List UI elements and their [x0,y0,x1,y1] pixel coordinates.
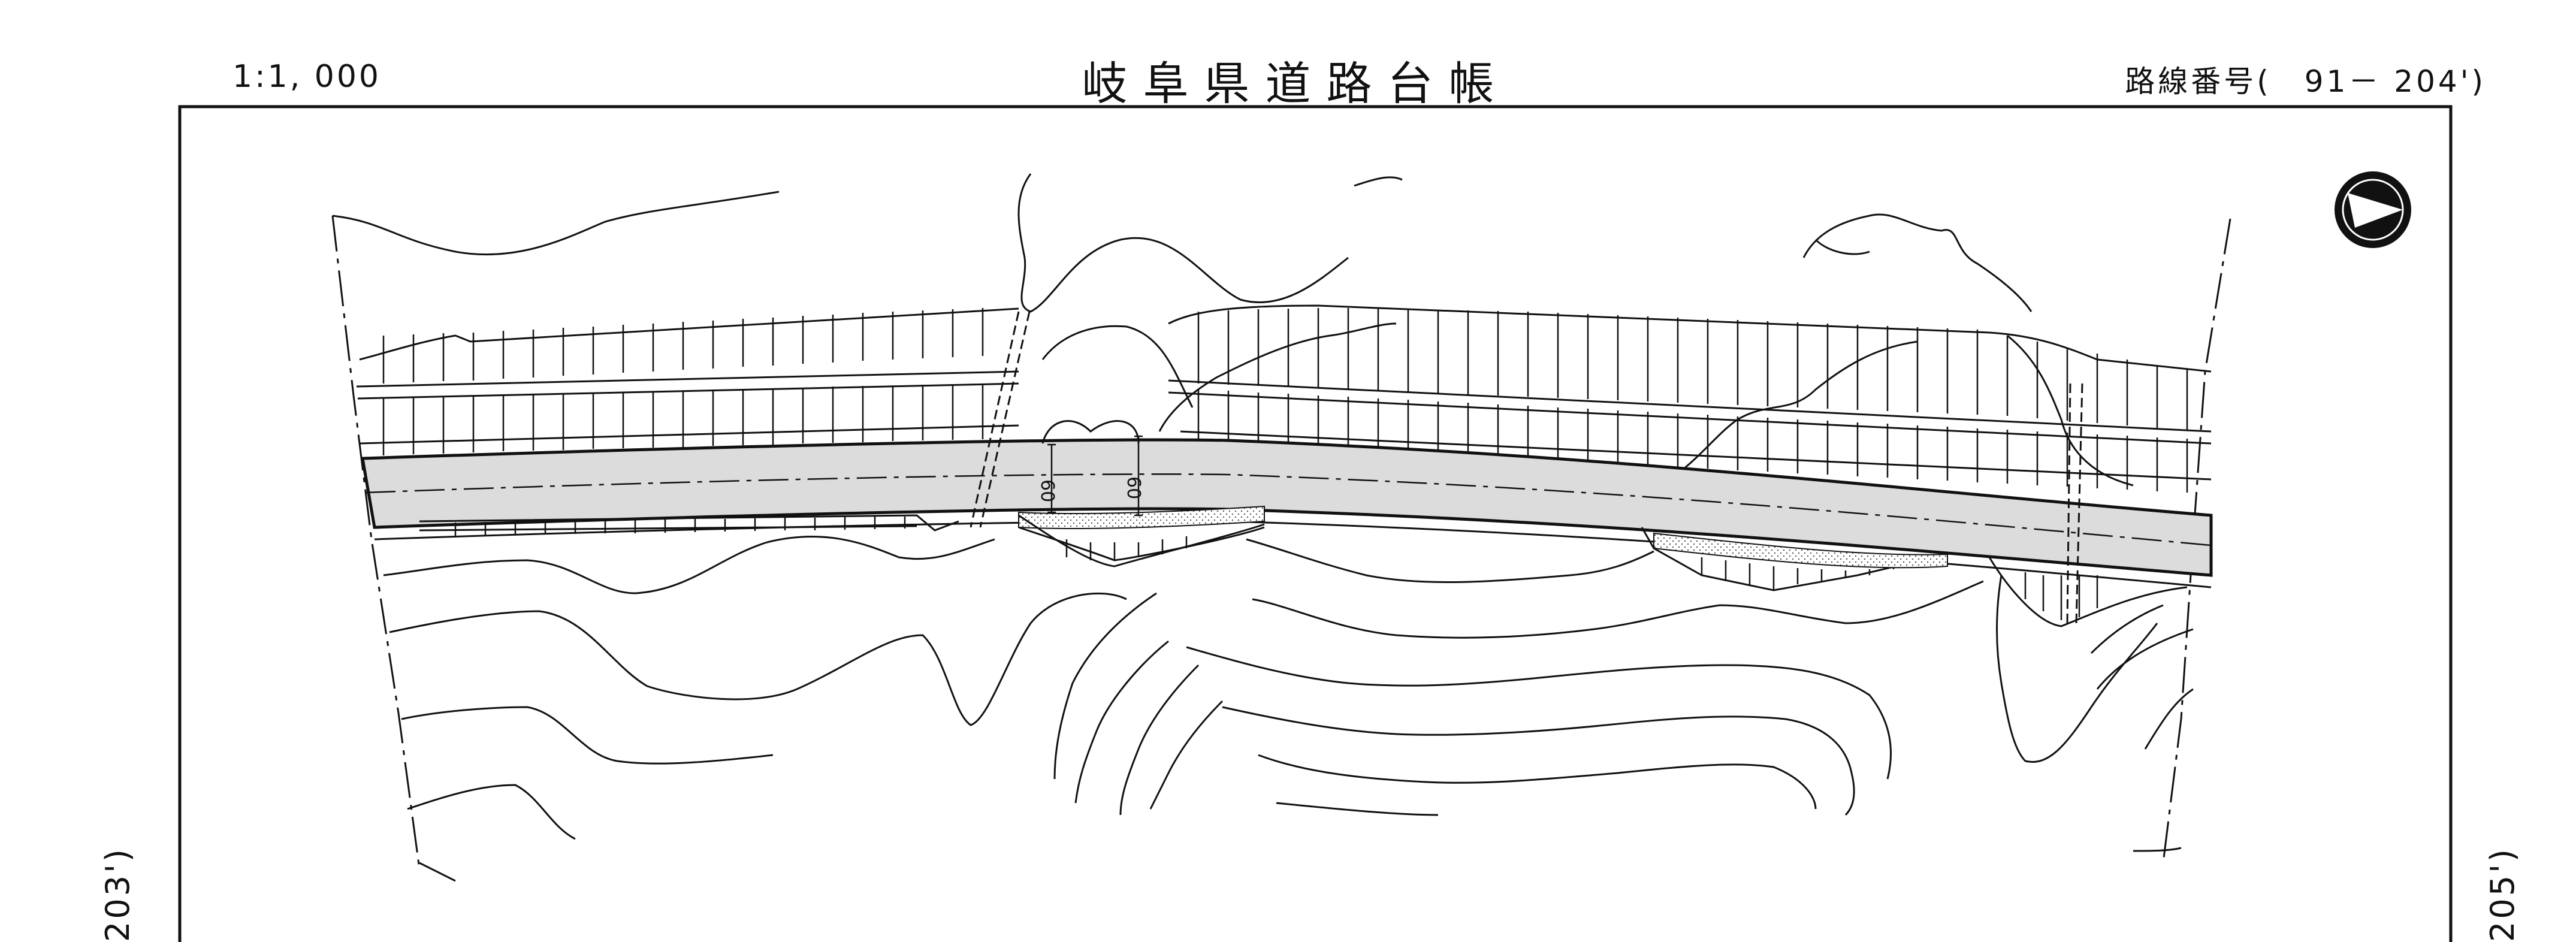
center-hills [1018,420,1265,567]
gravel-area [1018,505,1265,529]
map-title: 岐阜県道路台帳 [1082,57,1510,110]
parcel-boundaries-upper [356,304,2212,481]
road-surface [361,438,2213,577]
north-arrow-icon [2335,171,2411,248]
map-scale: 1:1, 000 [232,59,381,95]
dimension-lines [1047,435,1143,517]
gravel-area [1653,532,1948,569]
dimension-label-right: 60 [1123,476,1144,499]
contour-lines-upper [332,173,2134,487]
road-centerline [365,473,2212,547]
parcel-hatching [382,308,2188,493]
dimension-label-left: 60 [1037,479,1058,502]
parcel-boundaries-lower [419,311,2188,627]
route-number: 路線番号( 91－ 204') [2125,64,2486,99]
map-frame [178,105,2453,942]
contour-lines-lower [383,536,2194,882]
lower-hatching [454,517,2098,620]
